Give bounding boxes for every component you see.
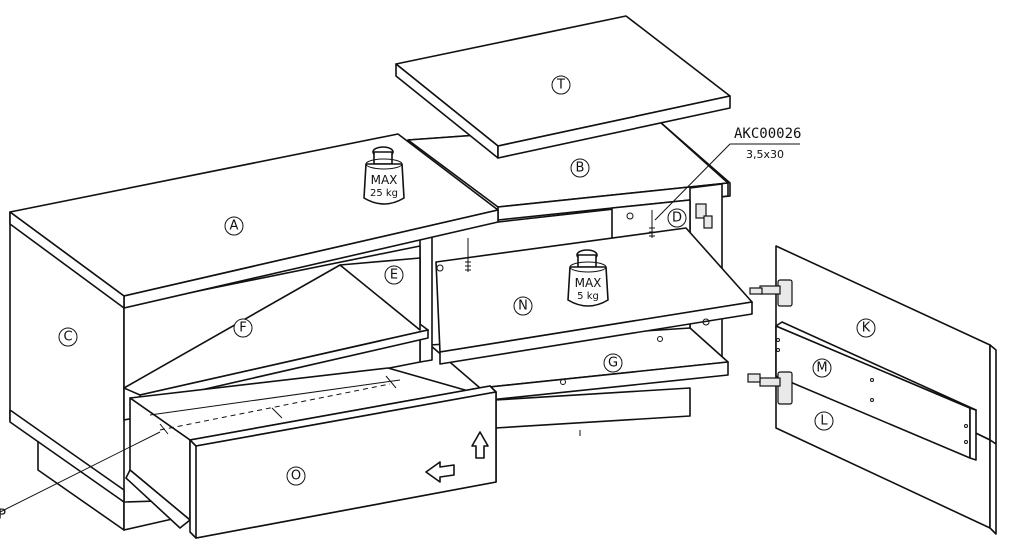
svg-text:F: F: [239, 321, 246, 336]
svg-text:25 kg: 25 kg: [370, 188, 398, 199]
label-a: A: [224, 216, 244, 236]
label-k: K: [856, 318, 876, 338]
label-t: T: [551, 75, 571, 95]
label-g: G: [603, 353, 623, 373]
weight-top-icon: MAX 25 kg: [363, 146, 405, 205]
label-l: L: [814, 411, 834, 431]
svg-text:C: C: [63, 330, 72, 345]
svg-text:O: O: [291, 469, 301, 484]
svg-text:G: G: [608, 356, 618, 371]
svg-text:T: T: [556, 78, 565, 93]
svg-text:M: M: [816, 361, 827, 376]
svg-text:MAX: MAX: [575, 276, 602, 290]
carcass-hardware: [436, 203, 713, 326]
label-m: M: [812, 358, 832, 378]
drawer-o: [125, 367, 497, 539]
arrow-left-icon: [425, 461, 455, 483]
svg-text:E: E: [390, 268, 398, 283]
part-labels: T B A D E N C F G K M L O: [58, 75, 876, 486]
svg-text:N: N: [518, 299, 528, 314]
svg-text:B: B: [576, 161, 585, 176]
label-p: P: [0, 508, 6, 523]
svg-text:D: D: [672, 211, 682, 226]
svg-text:L: L: [820, 414, 828, 429]
label-b: B: [570, 158, 590, 178]
svg-text:K: K: [862, 321, 871, 336]
screw-size: 3,5x30: [746, 148, 784, 161]
door-assembly: [747, 245, 997, 535]
svg-text:A: A: [230, 219, 239, 234]
svg-text:5 kg: 5 kg: [577, 291, 599, 302]
svg-text:MAX: MAX: [371, 173, 398, 187]
screw-code: AKC00026: [734, 126, 801, 142]
weight-shelf-icon: MAX 5 kg: [567, 249, 609, 307]
label-e: E: [384, 265, 404, 285]
arrow-up-icon: [471, 431, 489, 459]
label-o: O: [286, 466, 306, 486]
hinge-bottom: [747, 371, 793, 405]
label-n: N: [513, 296, 533, 316]
hinge-top: [749, 279, 793, 307]
label-f: F: [233, 318, 253, 338]
panel-e: [419, 229, 433, 363]
label-c: C: [58, 327, 78, 347]
label-d: D: [667, 208, 687, 228]
